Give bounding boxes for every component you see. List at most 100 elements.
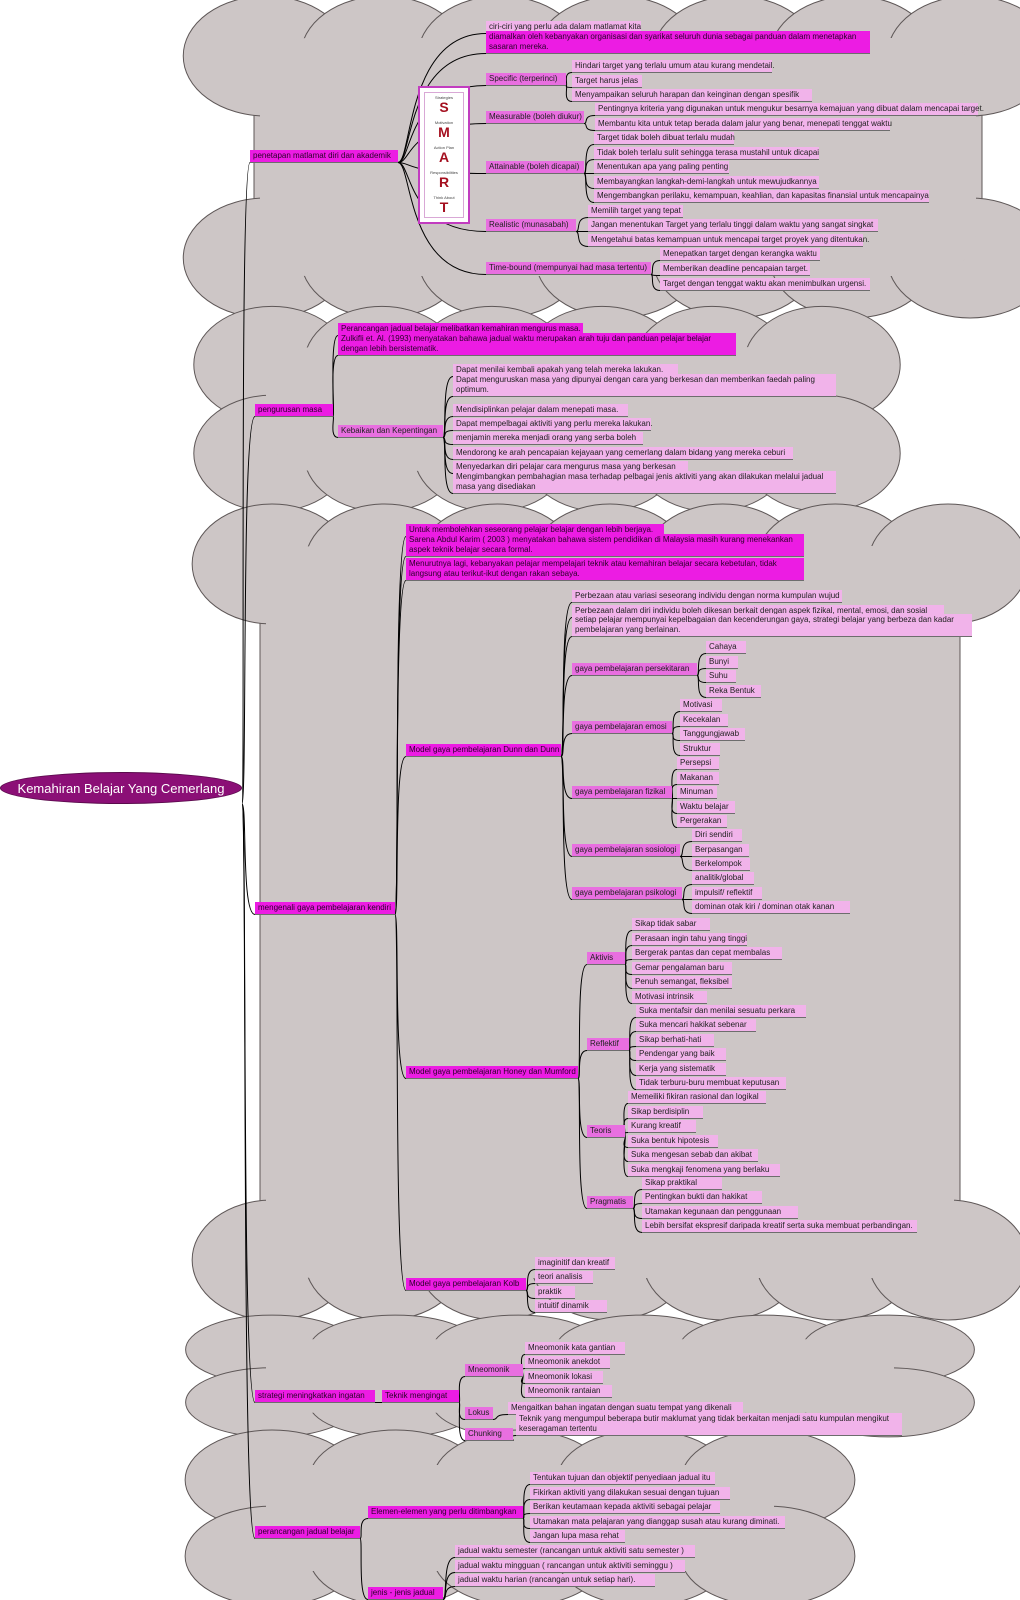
b4-lokus[interactable]: Lokus <box>465 1406 493 1420</box>
b3-label[interactable]: mengenali gaya pembelajaran kendiri <box>255 901 395 915</box>
b5-el-3[interactable]: Utamakan mata pelajaran yang dianggap su… <box>530 1515 785 1529</box>
b2-keb-4[interactable]: menjamin mereka menjadi orang yang serba… <box>453 431 643 445</box>
b3-kolb-0[interactable]: imaginitif dan kreatif <box>535 1256 615 1270</box>
b3-ref-5[interactable]: Tidak terburu-buru membuat keputusan <box>636 1076 786 1090</box>
b2-keb-7[interactable]: Mengimbangkan pembahagian masa terhadap … <box>453 470 836 494</box>
b3-fiz-0[interactable]: Persepsi <box>677 756 719 770</box>
b3-kolb[interactable]: Model gaya pembelajaran Kolb <box>406 1277 526 1291</box>
b1-att-1[interactable]: Tidak boleh terlalu sulit sehingga teras… <box>594 146 819 160</box>
b3-aktivis[interactable]: Aktivis <box>587 951 625 965</box>
b3-ref-4[interactable]: Kerja yang sistematik <box>636 1062 726 1076</box>
b5-jn-1[interactable]: jadual waktu mingguan ( rancangan untuk … <box>455 1559 685 1573</box>
b3-akt-4[interactable]: Penuh semangat, fleksibel <box>632 975 732 989</box>
b1-att-4[interactable]: Mengembangkan perilaku, kemampuan, keahl… <box>594 189 929 203</box>
b4-chunk-0[interactable]: Teknik yang mengumpul beberapa butir mak… <box>516 1412 902 1436</box>
b3-teo-5[interactable]: Suka mengkaji fenomena yang berlaku <box>628 1163 780 1177</box>
b3-teoris[interactable]: Teoris <box>587 1124 625 1138</box>
b1-measurable[interactable]: Measurable (boleh diukur) <box>486 110 584 124</box>
b1-att-3[interactable]: Membayangkan langkah-demi-langkah untuk … <box>594 175 819 189</box>
b3-intro2[interactable]: Sarena Abdul Karim ( 2003 ) menyatakan b… <box>406 533 804 557</box>
b3-prag-1[interactable]: Pentingkan bukti dan hakikat <box>642 1190 762 1204</box>
b3-teo-2[interactable]: Kurang kreatif <box>628 1119 696 1133</box>
b3-emo-2[interactable]: Tanggungjawab <box>680 727 745 741</box>
b1-timebound[interactable]: Time-bound (mempunyai had masa tertentu) <box>486 261 651 275</box>
b3-honey[interactable]: Model gaya pembelajaran Honey dan Mumfor… <box>406 1065 578 1079</box>
b3-teo-0[interactable]: Memeiliki fikiran rasional dan logikal <box>628 1090 766 1104</box>
b5-el-2[interactable]: Berikan keutamaan kepada aktiviti sebaga… <box>530 1500 720 1514</box>
b4-label[interactable]: strategi meningkatkan ingatan <box>255 1389 375 1403</box>
b3-pers-2[interactable]: Suhu <box>706 669 736 683</box>
b3-akt-2[interactable]: Bergerak pantas dan cepat membalas <box>632 946 782 960</box>
b3-pers-1[interactable]: Bunyi <box>706 655 738 669</box>
b2-keb-2[interactable]: Mendisiplinkan pelajar dalam menepati ma… <box>453 403 628 417</box>
b3-ref-2[interactable]: Sikap berhati-hati <box>636 1033 714 1047</box>
b3-sos-1[interactable]: Berpasangan <box>692 843 749 857</box>
b3-emo-3[interactable]: Struktur <box>680 742 720 756</box>
b3-pragmatis[interactable]: Pragmatis <box>587 1195 633 1209</box>
b2-keb-5[interactable]: Mendorong ke arah pencapaian kejayaan ya… <box>453 446 793 460</box>
b1-meas-1[interactable]: Membantu kita untuk tetap berada dalam j… <box>595 117 892 131</box>
b4-mneo[interactable]: Mneomonik <box>465 1363 523 1377</box>
b4-mneo-1[interactable]: Mneomonik anekdot <box>525 1355 610 1369</box>
b5-jn-2[interactable]: jadual waktu harian (rancangan untuk set… <box>455 1573 655 1587</box>
b2-intro2[interactable]: Zulkifli et. Al. (1993) menyatakan bahaw… <box>338 332 736 356</box>
b3-sos-0[interactable]: Diri sendiri <box>692 828 742 842</box>
b2-keb-3[interactable]: Dapat mempelbagai aktiviti yang perlu me… <box>453 417 653 431</box>
b1-real-0[interactable]: Memilih target yang tepat <box>588 204 683 218</box>
b1-meas-0[interactable]: Pentingnya kriteria yang digunakan untuk… <box>595 102 984 116</box>
b3-akt-0[interactable]: Sikap tidak sabar <box>632 917 710 931</box>
b3-dunn-top-2[interactable]: setiap pelajar mempunyai kepelbagaian da… <box>572 613 972 637</box>
b3-psi-0[interactable]: analitik/global <box>692 871 754 885</box>
b1-real-1[interactable]: Jangan menentukan Target yang terlalu ti… <box>588 218 878 232</box>
b3-pers[interactable]: gaya pembelajaran persekitaran <box>572 662 697 676</box>
b4-chunk[interactable]: Chunking <box>465 1427 513 1441</box>
b5-el-1[interactable]: Fikirkan aktiviti yang dilakukan sesuai … <box>530 1486 730 1500</box>
b1-label[interactable]: penetapan matlamat diri dan akademik <box>250 149 398 163</box>
b3-pers-0[interactable]: Cahaya <box>706 640 746 654</box>
b3-teo-3[interactable]: Suka bentuk hipotesis <box>628 1134 718 1148</box>
b3-prag-0[interactable]: Sikap praktikal <box>642 1176 722 1190</box>
b3-prag-2[interactable]: Utamakan kegunaan dan penggunaan <box>642 1205 798 1219</box>
b5-label[interactable]: perancangan jadual belajar <box>255 1525 360 1539</box>
b1-att-2[interactable]: Menentukan apa yang paling penting <box>594 160 729 174</box>
b3-teo-1[interactable]: Sikap berdisiplin <box>628 1105 703 1119</box>
b1-spec-2[interactable]: Menyampaikan seluruh harapan dan keingin… <box>572 88 812 102</box>
b3-kolb-3[interactable]: intuitif dinamik <box>535 1299 607 1313</box>
b4-mneo-0[interactable]: Mneomonik kata gantian <box>525 1341 625 1355</box>
b4-teknik[interactable]: Teknik mengingat <box>382 1389 459 1403</box>
b3-ref-1[interactable]: Suka mencari hakikat sebenar <box>636 1018 756 1032</box>
b3-intro3[interactable]: Menurutnya lagi, kebanyakan pelajar memp… <box>406 557 804 581</box>
b3-pers-3[interactable]: Reka Bentuk <box>706 684 761 698</box>
b3-psiko[interactable]: gaya pembelajaran psikologi <box>572 886 682 900</box>
b3-dunn-top-0[interactable]: Perbezaan atau variasi seseorang individ… <box>572 589 842 603</box>
b2-kebaikan[interactable]: Kebaikan dan Kepentingan <box>338 424 443 438</box>
b3-psi-1[interactable]: impulsif/ reflektif <box>692 886 762 900</box>
b1-time-0[interactable]: Menepatkan target dengan kerangka waktu <box>660 247 820 261</box>
b3-fizikal[interactable]: gaya pembelajaran fizikal <box>572 785 672 799</box>
b2-keb-1[interactable]: Dapat menguruskan masa yang dipunyai den… <box>453 373 836 397</box>
b1-spec-0[interactable]: Hindari target yang terlalu umum atau ku… <box>572 59 775 73</box>
b3-ref-3[interactable]: Pendengar yang baik <box>636 1047 726 1061</box>
b1-real-2[interactable]: Mengetahui batas kemampuan untuk mencapa… <box>588 233 869 247</box>
b5-el-4[interactable]: Jangan lupa masa rehat <box>530 1529 625 1543</box>
b1-att-0[interactable]: Target tidak boleh dibuat terlalu mudah <box>594 131 735 145</box>
b3-sosio[interactable]: gaya pembelajaran sosiologi <box>572 843 680 857</box>
b3-fiz-3[interactable]: Waktu belajar <box>677 800 735 814</box>
b3-ref-0[interactable]: Suka mentafsir dan menilai sesuatu perka… <box>636 1004 806 1018</box>
b5-el-0[interactable]: Tentukan tujuan dan objektif penyediaan … <box>530 1471 715 1485</box>
b1-specific[interactable]: Specific (terperinci) <box>486 72 566 86</box>
b3-teo-4[interactable]: Suka mengesan sebab dan akibat <box>628 1148 758 1162</box>
b3-fiz-4[interactable]: Pergerakan <box>677 814 727 828</box>
b2-label[interactable]: pengurusan masa <box>255 403 333 417</box>
b3-akt-5[interactable]: Motivasi intrinsik <box>632 990 707 1004</box>
root-node[interactable]: Kemahiran Belajar Yang Cemerlang <box>0 772 242 804</box>
b3-fiz-2[interactable]: Minuman <box>677 785 717 799</box>
b5-jenis[interactable]: jenis - jenis jadual <box>368 1586 443 1600</box>
b3-kolb-2[interactable]: praktik <box>535 1285 575 1299</box>
b3-emosi[interactable]: gaya pembelajaran emosi <box>572 720 672 734</box>
b1-spec-1[interactable]: Target harus jelas <box>572 74 642 88</box>
b3-fiz-1[interactable]: Makanan <box>677 771 719 785</box>
b1-attainable[interactable]: Attainable (boleh dicapai) <box>486 160 584 174</box>
b1-realistic[interactable]: Realistic (munasabah) <box>486 218 576 232</box>
b3-psi-2[interactable]: dominan otak kiri / dominan otak kanan <box>692 900 850 914</box>
